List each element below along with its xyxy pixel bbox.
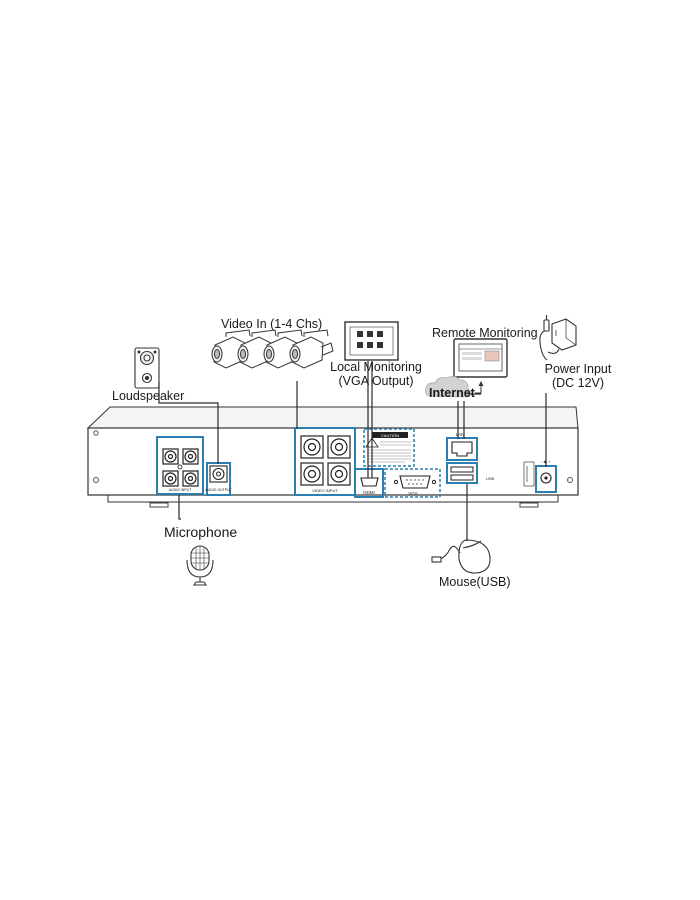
camera-icon <box>237 329 282 369</box>
video-input-label: VIDEO INPUT <box>312 488 338 493</box>
internet-cloud-icon <box>425 376 470 398</box>
remote-monitor-icon <box>453 338 508 378</box>
power-input-label: Power Input (DC 12V) <box>538 362 618 390</box>
vga-monitor-icon <box>344 321 399 361</box>
audio-input-group: AUDIO INPUT <box>156 436 204 495</box>
vga-label: VGA <box>408 491 418 496</box>
video-in-label: Video In (1-4 Chs) <box>221 317 323 331</box>
camera-icon-group <box>211 329 334 369</box>
loudspeaker-label: Loudspeaker <box>112 389 185 403</box>
lan-label: LAN <box>456 432 465 437</box>
usb-label: USB <box>486 476 495 481</box>
caution-label: CAUTION <box>381 433 399 438</box>
local-monitoring-title: Local Monitoring <box>330 360 422 374</box>
remote-monitoring-label: Remote Monitoring <box>432 326 538 340</box>
vga-output-label: (VGA Output) <box>338 374 414 388</box>
audio-input-label: AUDIO INPUT <box>169 488 192 492</box>
lan-usb-group: LAN USB <box>446 432 495 484</box>
video-input-group: VIDEO INPUT <box>294 427 356 496</box>
mouse-icon <box>431 539 491 574</box>
audio-output-label: AUDIO OUTPUT <box>205 488 232 492</box>
camera-icon <box>289 329 334 369</box>
power-input-title: Power Input <box>544 362 612 376</box>
connection-lines <box>158 361 547 541</box>
loudspeaker-icon <box>134 347 160 389</box>
power-adapter-icon <box>539 315 577 361</box>
mouse-label: Mouse(USB) <box>439 575 511 589</box>
power-spec-label: (DC 12V) <box>551 376 605 390</box>
vga-port: VGA <box>384 468 441 498</box>
microphone-icon <box>186 545 214 586</box>
microphone-label: Microphone <box>164 524 238 540</box>
hdmi-label: HDMI <box>363 490 375 495</box>
camera-icon <box>211 329 256 369</box>
caution-sticker: CAUTION <box>363 428 415 467</box>
internet-label: Internet <box>429 386 475 400</box>
local-monitoring-label: Local Monitoring (VGA Output) <box>326 360 426 388</box>
